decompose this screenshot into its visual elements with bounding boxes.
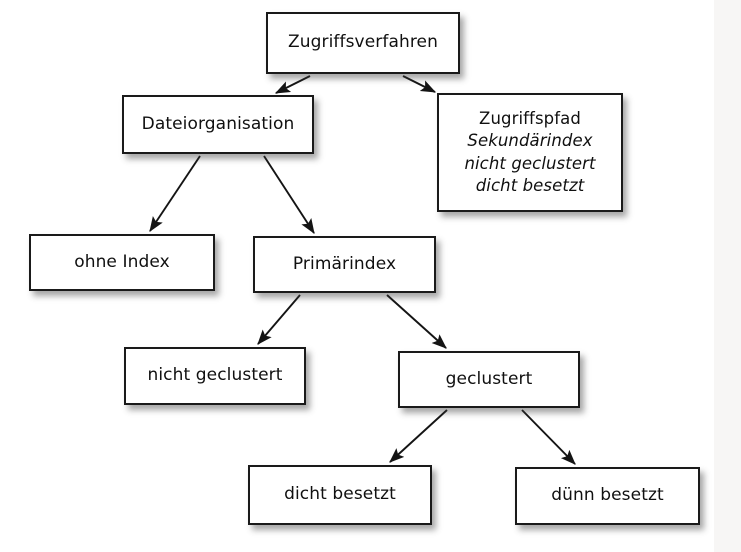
- node-label: Primärindex: [292, 253, 397, 274]
- edge-primaerindex-to-nicht-geclustert: [257, 294, 301, 345]
- node-zugriffspfad[interactable]: Zugriffspfad Sekundärindex nicht geclust…: [437, 93, 623, 212]
- node-geclustert[interactable]: geclustert: [398, 351, 580, 408]
- right-margin-strip: [714, 0, 741, 552]
- edge-dateiorganisation-to-primaerindex: [263, 155, 315, 234]
- node-label: geclustert: [445, 368, 533, 389]
- node-ohne-index[interactable]: ohne Index: [29, 234, 215, 291]
- edge-geclustert-to-duenn-besetzt: [521, 409, 576, 465]
- node-dateiorganisation[interactable]: Dateiorganisation: [122, 95, 314, 154]
- node-primaerindex[interactable]: Primärindex: [253, 236, 436, 293]
- node-nicht-geclustert[interactable]: nicht geclustert: [124, 347, 306, 405]
- node-label-line-2: Sekundärindex: [467, 131, 593, 151]
- node-label: nicht geclustert: [147, 365, 283, 386]
- node-duenn-besetzt[interactable]: dünn besetzt: [515, 467, 700, 525]
- edge-zugriffsverfahren-to-zugriffspfad: [402, 75, 437, 93]
- node-label-line-3: nicht geclustert: [464, 153, 596, 173]
- node-label: ohne Index: [74, 251, 170, 272]
- node-label: Zugriffsverfahren: [288, 32, 438, 53]
- edge-geclustert-to-dicht-besetzt: [389, 409, 448, 463]
- node-label: Dateiorganisation: [141, 113, 295, 134]
- node-label: dünn besetzt: [551, 485, 664, 506]
- node-label-line-1: Zugriffspfad: [479, 108, 581, 128]
- node-label: dicht besetzt: [284, 484, 396, 505]
- edge-primaerindex-to-geclustert: [386, 294, 447, 349]
- edge-dateiorganisation-to-ohne-index: [149, 155, 201, 232]
- node-zugriffsverfahren[interactable]: Zugriffsverfahren: [266, 12, 460, 74]
- node-dicht-besetzt[interactable]: dicht besetzt: [248, 465, 432, 525]
- node-label-line-4: dicht besetzt: [475, 175, 585, 195]
- edge-zugriffsverfahren-to-dateiorganisation: [274, 75, 311, 94]
